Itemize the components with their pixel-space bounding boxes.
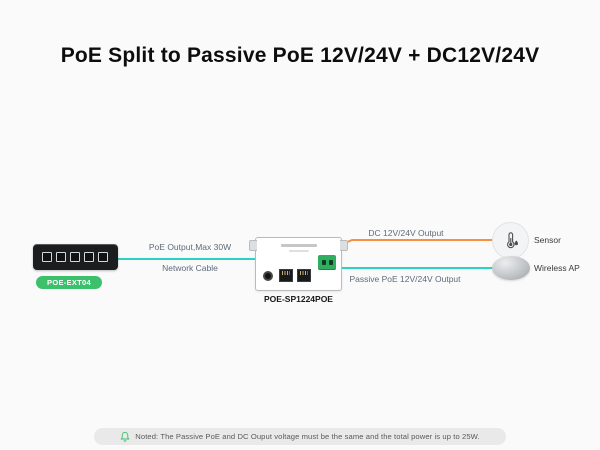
page-title: PoE Split to Passive PoE 12V/24V + DC12V…: [60, 44, 540, 67]
mounting-ear: [249, 240, 257, 251]
dc-jack-port: [263, 271, 273, 281]
switch-model-badge: POE-EXT04: [36, 276, 102, 289]
splitter-model-label: POE-SP1224POE: [264, 294, 333, 304]
brand-marking: [280, 244, 317, 247]
switch-port: [98, 252, 108, 262]
brand-marking: [288, 250, 309, 252]
rj45-port: [297, 269, 311, 282]
wireless-ap-device: [492, 256, 530, 280]
switch-port: [84, 252, 94, 262]
dc-terminal-block: [318, 255, 336, 270]
network-cable-label: Network Cable: [162, 263, 218, 273]
note-text: Noted: The Passive PoE and DC Ouput volt…: [135, 432, 480, 441]
terminal-hole: [328, 260, 333, 265]
sensor-label: Sensor: [534, 235, 561, 245]
terminal-hole: [321, 260, 326, 265]
poe-switch-device: [33, 244, 118, 270]
bell-icon: [120, 431, 130, 442]
thermometer-icon: [506, 231, 518, 248]
switch-port: [70, 252, 80, 262]
switch-port: [42, 252, 52, 262]
switch-port: [56, 252, 66, 262]
poe-output-label: PoE Output,Max 30W: [148, 242, 232, 252]
sensor-device: [492, 222, 529, 259]
dc-output-line: [335, 239, 493, 248]
passive-poe-output-label: Passive PoE 12V/24V Output: [349, 274, 461, 284]
poe-splitter-device: [249, 237, 348, 291]
note-bar: Noted: The Passive PoE and DC Ouput volt…: [94, 428, 506, 445]
rj45-port: [279, 269, 293, 282]
wireless-ap-label: Wireless AP: [534, 263, 580, 273]
mounting-ear: [340, 240, 348, 251]
dc-output-label: DC 12V/24V Output: [368, 228, 444, 238]
